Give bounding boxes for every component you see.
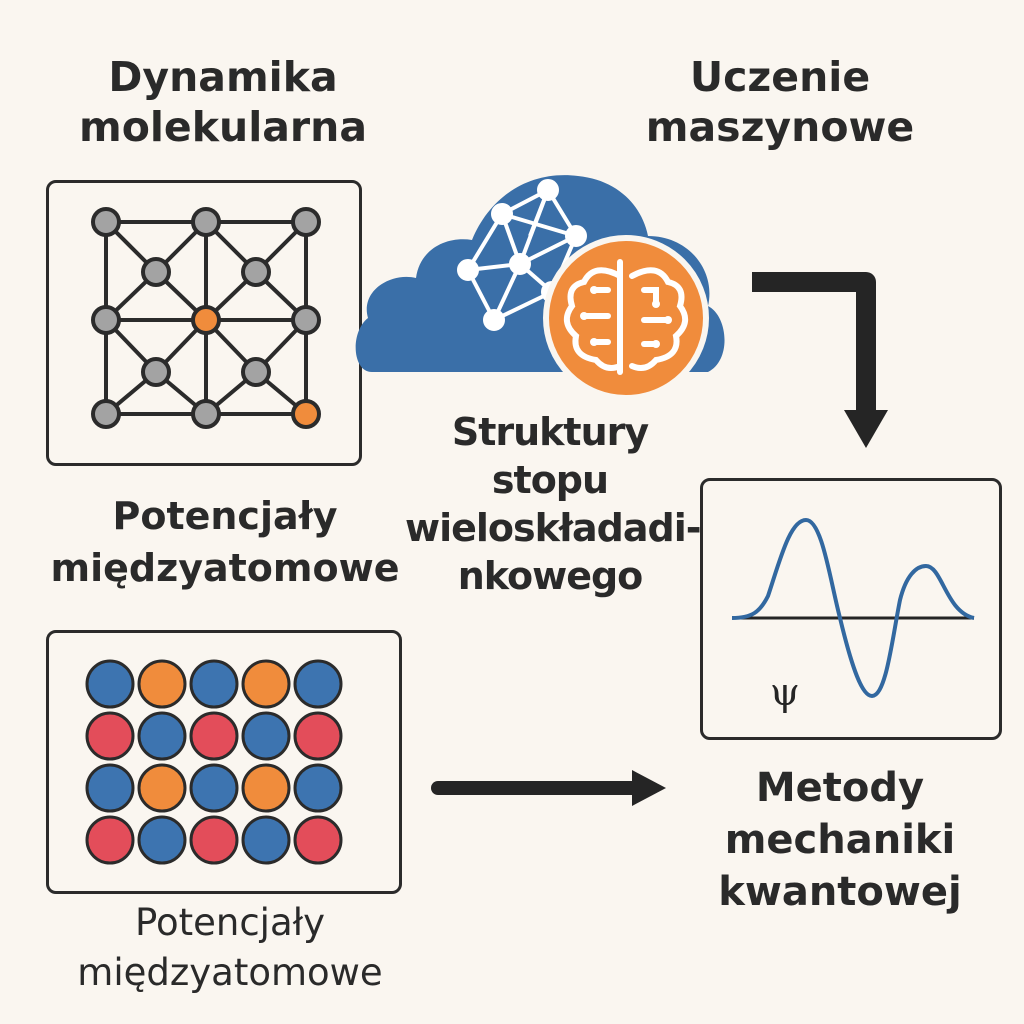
alloy-atom-blue (241, 711, 291, 761)
neural-network-icon (457, 179, 587, 331)
alloy-atom-red (189, 711, 239, 761)
lattice-atom (291, 207, 321, 237)
lattice-atom (291, 305, 321, 335)
lattice-atom (91, 399, 121, 429)
alloy-atom-red (189, 815, 239, 865)
label-machine-learning: Uczenie maszynowe (645, 53, 915, 151)
lattice-atom (191, 305, 221, 335)
lattice-atom (241, 357, 271, 387)
lattice-atom (291, 399, 321, 429)
alloy-atom-blue (85, 763, 135, 813)
alloy-grid (85, 659, 343, 865)
alloy-atom-blue (137, 711, 187, 761)
alloy-atom-red (85, 815, 135, 865)
lattice-atom (141, 257, 171, 287)
lattice-atom (141, 357, 171, 387)
alloy-atom-blue (189, 659, 239, 709)
wavefunction-panel (700, 478, 1002, 740)
lattice-atom (91, 207, 121, 237)
lattice-atom (91, 305, 121, 335)
lattice-atom (191, 399, 221, 429)
wavefunction-plot (731, 517, 975, 699)
alloy-atom-blue (85, 659, 135, 709)
label-alloy-structures: Struktury stopu wieloskładadi- nkowego (405, 410, 702, 598)
lattice-nodes (91, 207, 321, 429)
alloy-atom-red (85, 711, 135, 761)
label-potentials-top: Potencjały międzyatomowe (50, 494, 400, 590)
arrow-alloy-to-quantum (431, 770, 666, 806)
alloy-atom-orange (241, 763, 291, 813)
alloy-atom-blue (293, 659, 343, 709)
psi-symbol: ψ (770, 670, 800, 714)
alloy-atom-blue (189, 763, 239, 813)
alloy-atom-blue (293, 763, 343, 813)
alloy-atom-red (293, 815, 343, 865)
label-potentials-bottom: Potencjały międzyatomowe (77, 901, 383, 994)
arrow-ml-to-quantum (752, 272, 888, 448)
alloy-atom-blue (241, 815, 291, 865)
label-quantum-methods: Metody mechaniki kwantowej (718, 765, 962, 915)
alloy-atom-blue (137, 815, 187, 865)
alloy-atom-orange (137, 659, 187, 709)
alloy-atom-orange (241, 659, 291, 709)
alloy-atom-orange (137, 763, 187, 813)
brain-chip-icon (543, 235, 709, 401)
lattice-atom (241, 257, 271, 287)
lattice-atom (191, 207, 221, 237)
alloy-atom-red (293, 711, 343, 761)
label-molecular-dynamics: Dynamika molekularna (78, 53, 367, 151)
